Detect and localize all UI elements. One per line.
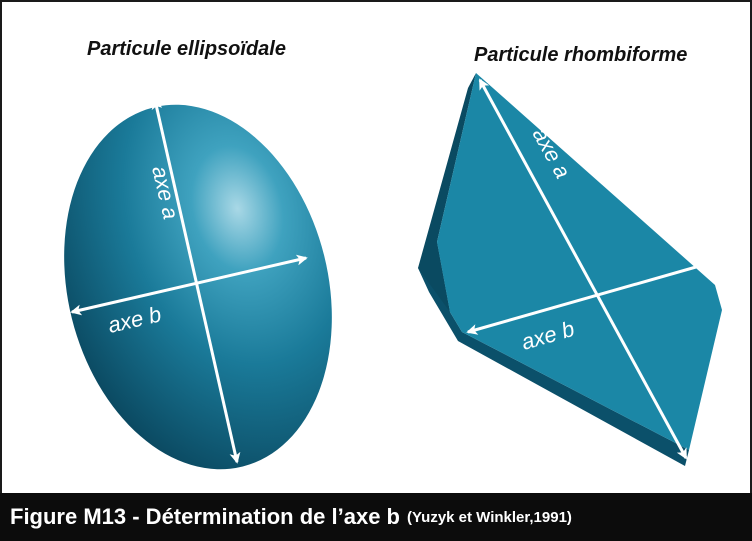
rhomboid-axis-b-arrow — [466, 260, 712, 335]
ellipsoid-particle: axe a axe b — [64, 98, 332, 470]
figure-caption: Figure M13 - Détermination de l’axe b — [10, 504, 400, 529]
ellipsoid-axis-b-arrow — [70, 254, 308, 316]
rhomboid-particle: axe a axe b — [418, 73, 722, 466]
ellipsoid-title: Particule ellipsoïdale — [87, 38, 286, 60]
rhomboid-title: Particule rhombiforme — [474, 44, 688, 66]
rhomboid-left-face — [418, 73, 476, 312]
figure-caption-reference: (Yuzyk et Winkler,1991) — [406, 508, 572, 526]
figure-caption-bar: Figure M13 - Détermination de l’axe b (Y… — [0, 493, 752, 541]
